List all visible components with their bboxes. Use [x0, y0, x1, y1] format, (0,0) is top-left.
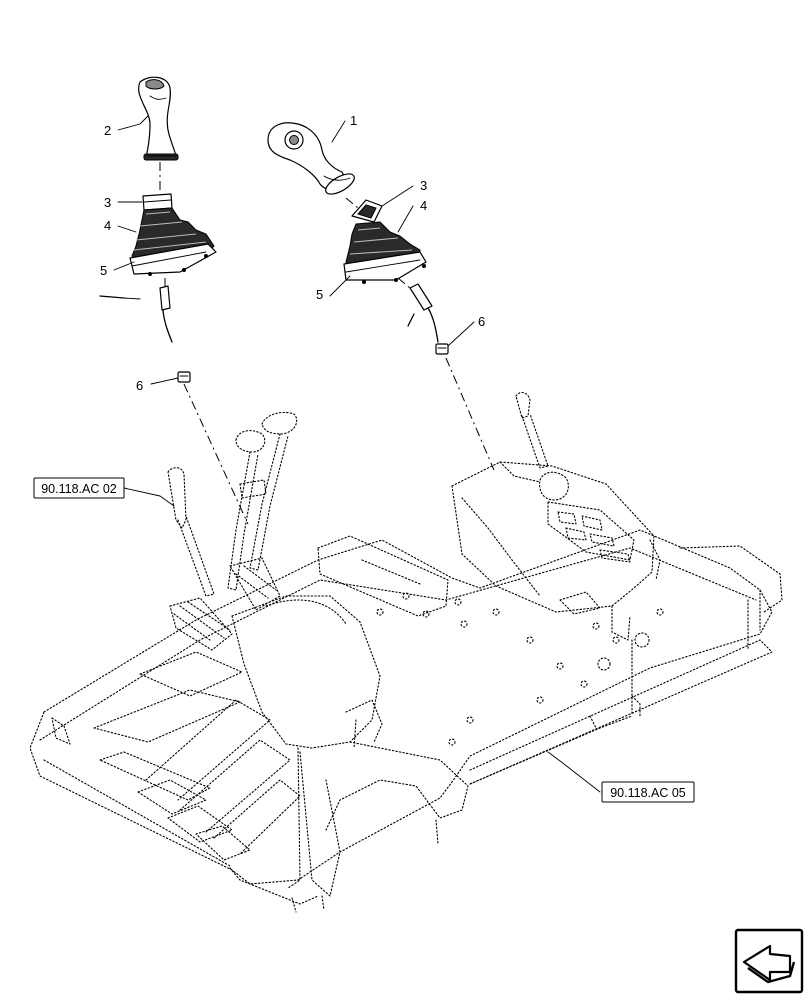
callout-3-right: 3 — [420, 178, 427, 193]
left-adapter-ring — [142, 193, 173, 211]
callout-5-left: 5 — [100, 263, 107, 278]
reference-box-left[interactable]: 90.118.AC 02 — [33, 477, 125, 499]
callout-3-left: 3 — [104, 195, 111, 210]
right-clip — [435, 343, 449, 355]
left-control-console — [229, 595, 469, 913]
callout-4-left: 4 — [104, 218, 111, 233]
floor-holes — [376, 592, 664, 746]
callout-labels: 2 1 3 4 5 6 3 4 5 6 — [100, 113, 485, 393]
left-base-plate — [129, 243, 217, 276]
callout-4-right: 4 — [420, 198, 427, 213]
next-page-arrow-icon[interactable] — [734, 928, 804, 994]
callout-5-right: 5 — [316, 287, 323, 302]
right-control-console — [451, 391, 661, 641]
reference-label-left[interactable]: 90.118.AC 02 — [41, 482, 117, 496]
right-joystick-assembly — [267, 122, 495, 471]
right-joystick-grip — [267, 122, 355, 195]
right-harness — [407, 283, 439, 343]
left-foot-pedal — [169, 597, 233, 651]
callout-1: 1 — [350, 113, 357, 128]
callout-6-right: 6 — [478, 314, 485, 329]
right-base-plate — [343, 251, 427, 284]
reference-label-right[interactable]: 90.118.AC 05 — [610, 786, 686, 800]
left-joystick-grip — [138, 76, 179, 161]
callout-2: 2 — [104, 123, 111, 138]
left-joystick-assembly — [99, 76, 249, 525]
right-adapter-ring — [351, 199, 383, 223]
cab-floor-frame — [29, 391, 783, 913]
left-clip — [177, 371, 191, 383]
callout-6-left: 6 — [136, 378, 143, 393]
reference-box-right[interactable]: 90.118.AC 05 — [601, 781, 695, 803]
left-control-levers — [167, 411, 298, 597]
left-harness — [99, 285, 173, 343]
right-foot-pedal — [229, 557, 281, 611]
leader-lines — [113, 115, 601, 793]
